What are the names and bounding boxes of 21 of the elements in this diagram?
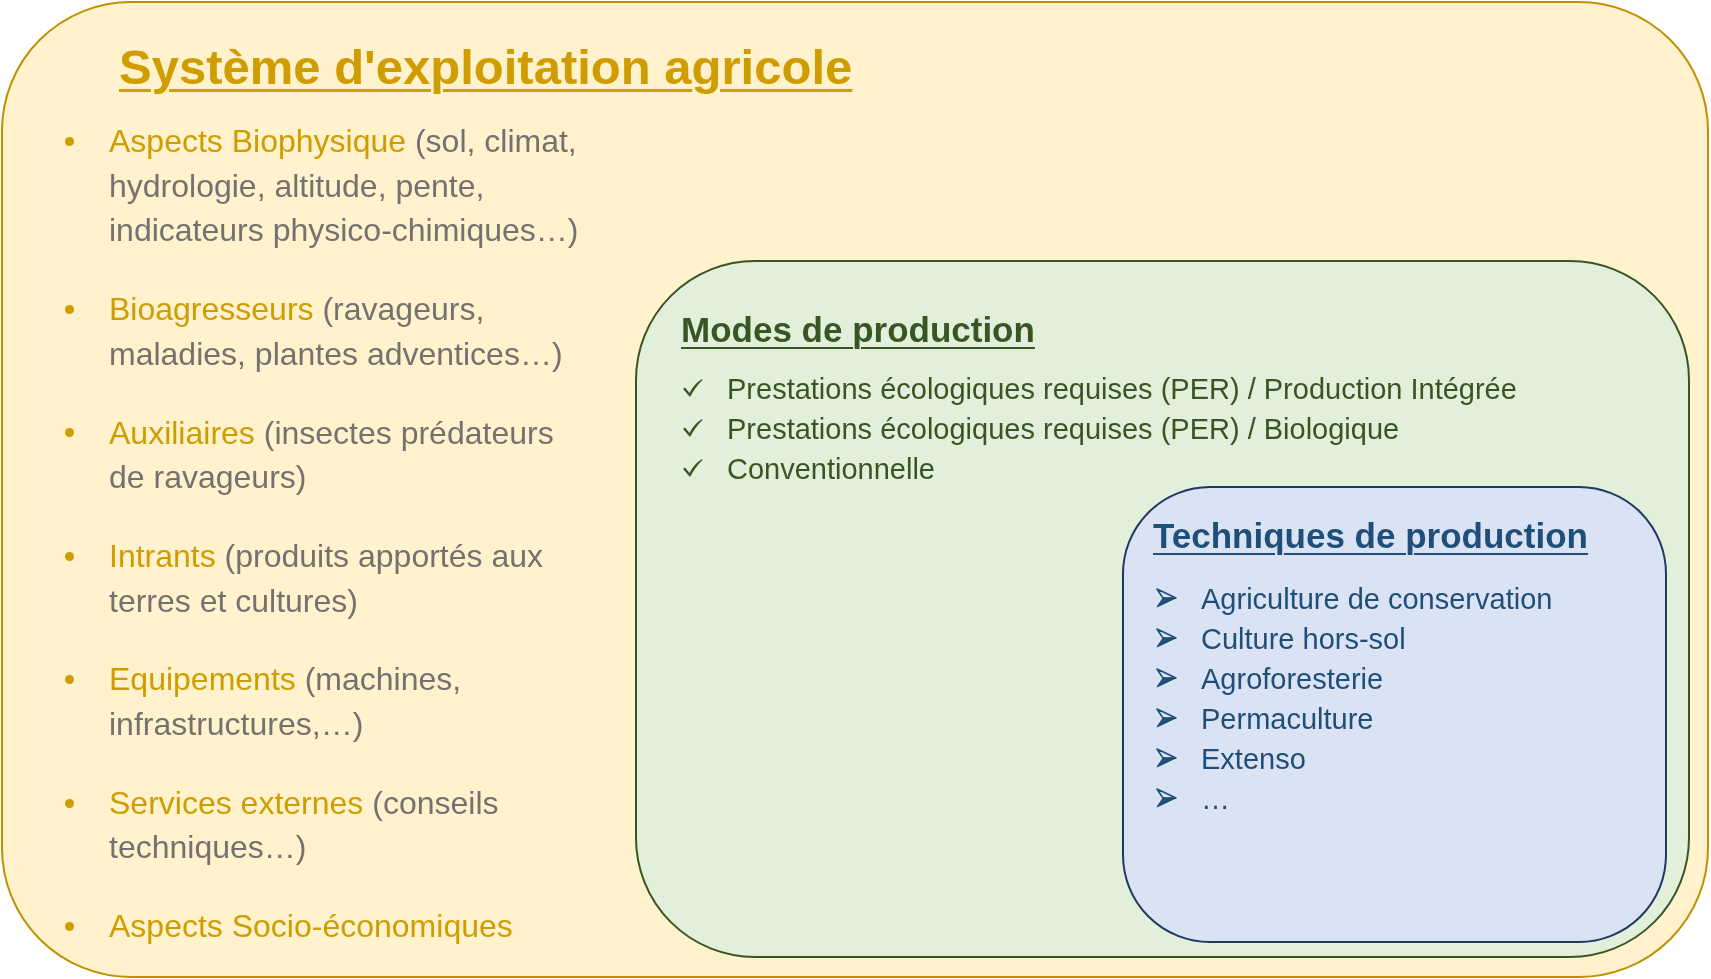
heading: Modes de production (681, 309, 1035, 351)
list-item: Prestations écologiques requises (PER) / Production Intégrée (727, 372, 1517, 407)
list-item: Agriculture de conservation (1201, 582, 1553, 617)
list-item: Intrants (produits apportés aux terres et cultures) (109, 536, 544, 621)
list-item: … (1201, 782, 1230, 817)
list-item: Services externes (conseils techniques…) (109, 783, 500, 868)
list-item: Culture hors-sol (1201, 622, 1406, 657)
list-item: Conventionnelle (727, 452, 935, 487)
list-item: Agroforesterie (1201, 662, 1384, 697)
list-item: Prestations écologiques requises (PER) / Biologique (727, 412, 1400, 447)
list-item: Aspects Biophysique (sol, climat, hydrologie, altitude, pente, indicateurs physico-chimiques…) (109, 122, 580, 251)
list-item: Aspects Socio-économiques (109, 907, 513, 947)
list-item: Bioagresseurs (ravageurs, maladies, plantes adventices…) (109, 290, 564, 374)
list-item: Equipements (machines, infrastructures,…) (109, 660, 463, 745)
list-item: Auxiliaires (insectes prédateurs de ravageurs) (109, 413, 555, 498)
list-item: Extenso (1201, 742, 1306, 777)
heading: Techniques de production (1153, 515, 1588, 557)
rounded-panel (1122, 486, 1667, 943)
heading: Système d'exploitation agricole (119, 39, 853, 96)
list-item: Permaculture (1201, 702, 1374, 737)
rounded-panel (635, 260, 1690, 958)
